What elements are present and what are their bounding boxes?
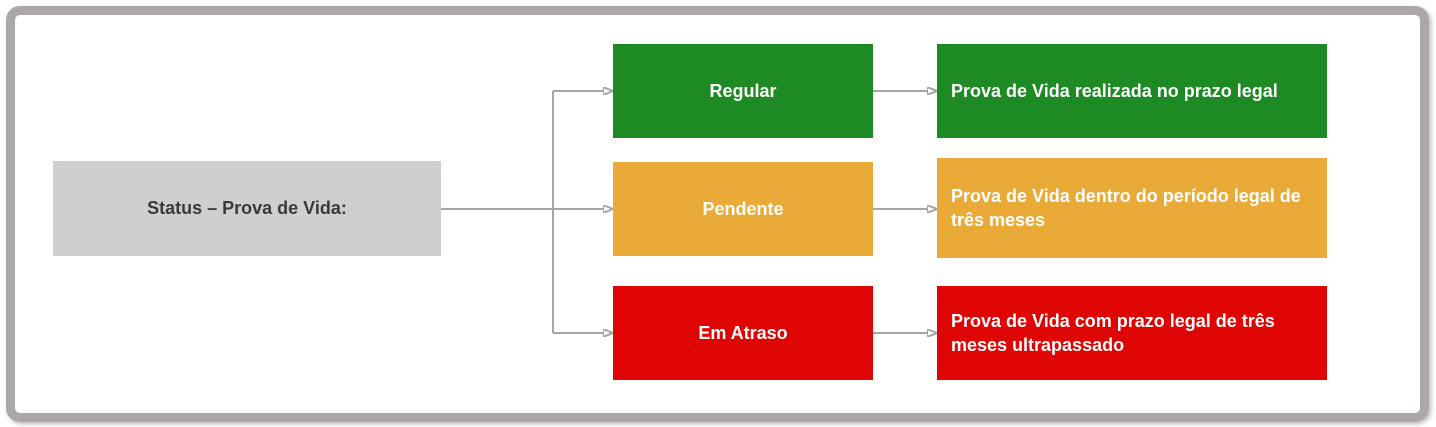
slide-border-frame — [6, 6, 1429, 422]
status-label-ematraso: Em Atraso — [698, 322, 788, 343]
description-text-ematraso: Prova de Vida com prazo legal de três me… — [951, 310, 1275, 355]
status-box-regular: Regular — [613, 44, 873, 138]
status-label-regular: Regular — [709, 80, 777, 101]
description-box-pendente: Prova de Vida dentro do período legal de… — [937, 158, 1327, 258]
status-box-ematraso: Em Atraso — [613, 286, 873, 380]
description-text-pendente: Prova de Vida dentro do período legal de… — [951, 185, 1301, 230]
root-box-label: Status – Prova de Vida: — [147, 198, 347, 218]
description-box-regular: Prova de Vida realizada no prazo legal — [937, 44, 1327, 138]
description-box-ematraso: Prova de Vida com prazo legal de três me… — [937, 286, 1327, 380]
status-label-pendente: Pendente — [702, 198, 784, 219]
status-box-pendente: Pendente — [613, 162, 873, 256]
description-text-regular: Prova de Vida realizada no prazo legal — [951, 80, 1278, 101]
root-box: Status – Prova de Vida: — [53, 161, 441, 256]
